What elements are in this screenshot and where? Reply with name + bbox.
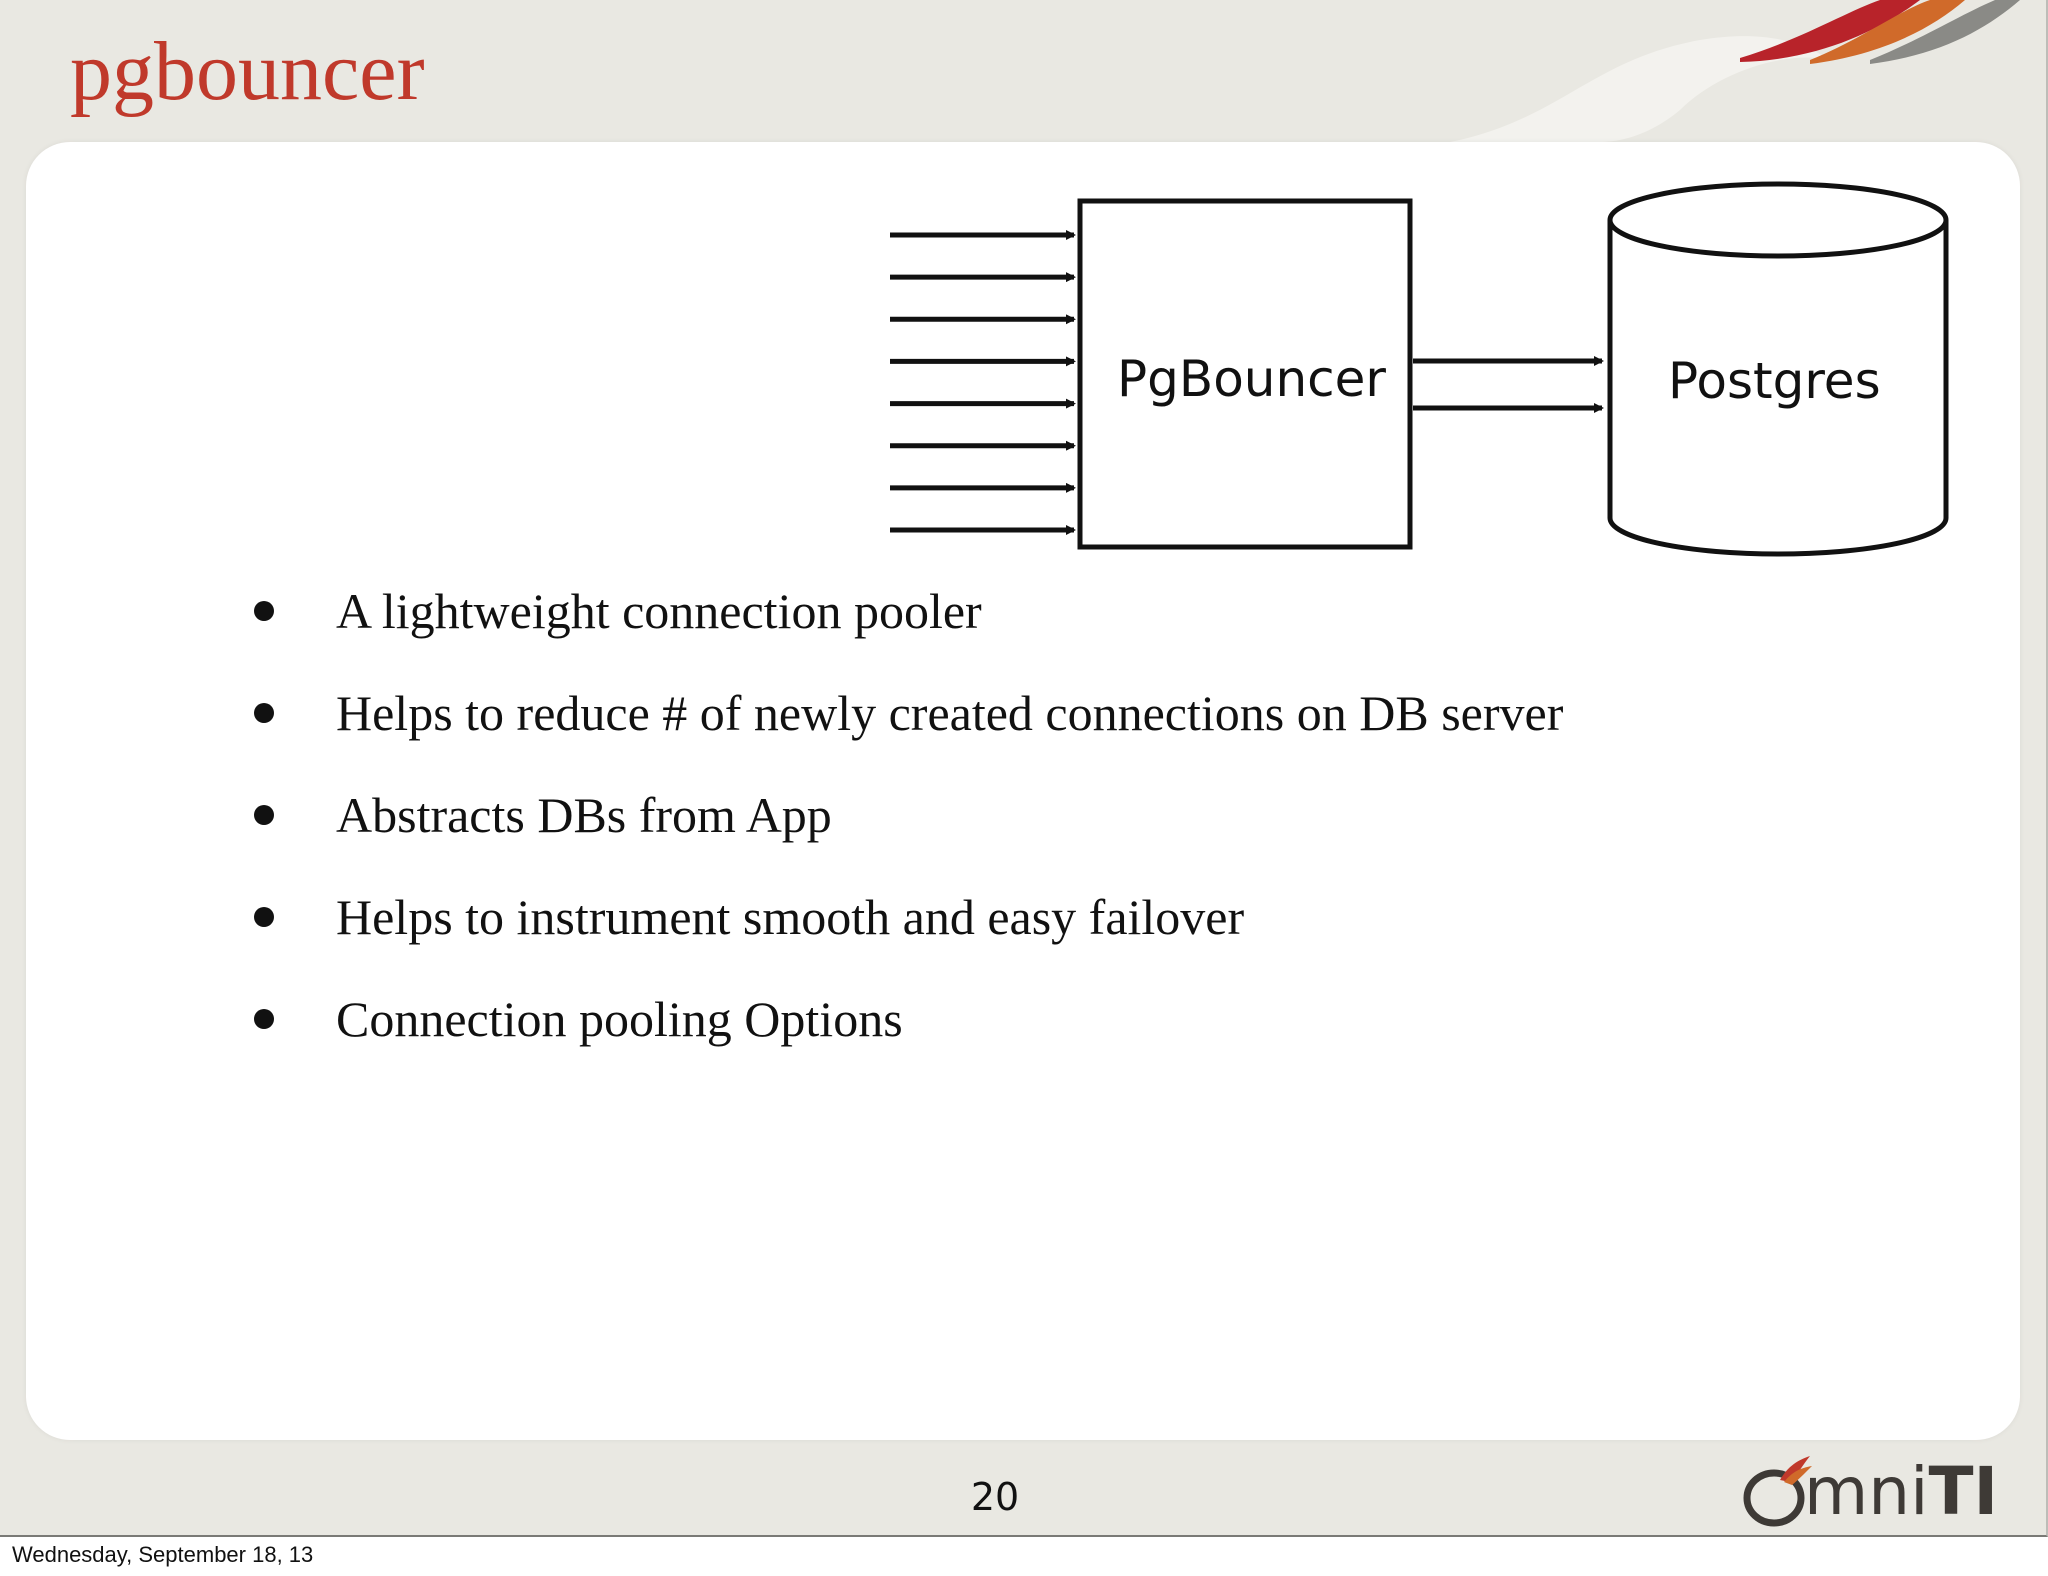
bullet-text: A lightweight connection pooler — [336, 583, 982, 639]
bullet-dot-icon — [254, 1009, 274, 1029]
bullet-text: Helps to instrument smooth and easy fail… — [336, 889, 1245, 945]
logo-text-light: mni — [1804, 1453, 1929, 1530]
bullet-dot-icon — [254, 703, 274, 723]
pgbouncer-box — [1077, 198, 1413, 550]
outgoing-connection-arrows — [1413, 356, 1604, 413]
bullet-item: Abstracts DBs from App — [250, 764, 1563, 866]
slide-title: pgbouncer — [70, 25, 425, 118]
bullet-text: Connection pooling Options — [336, 991, 903, 1047]
slide: pgbouncer PgBouncer Postgres A lightweig… — [0, 0, 2048, 1537]
bullet-item: A lightweight connection pooler — [250, 560, 1563, 662]
postgres-cylinder — [1607, 181, 1949, 557]
logo-text-bold: TI — [1928, 1453, 1999, 1530]
bullet-dot-icon — [254, 805, 274, 825]
page-number: 20 — [970, 1475, 1020, 1519]
bullet-dot-icon — [254, 907, 274, 927]
omniti-logo-text: mniTI — [1804, 1452, 1998, 1532]
omniti-logo: mniTI — [1740, 1452, 1998, 1532]
bullet-list: A lightweight connection pooler Helps to… — [250, 560, 1563, 1070]
omniti-logo-mark — [1743, 1456, 1812, 1527]
pgbouncer-diagram: PgBouncer Postgres — [860, 150, 1960, 590]
bullet-text: Helps to reduce # of newly created conne… — [336, 685, 1564, 741]
pgbouncer-label: PgBouncer — [1117, 350, 1386, 408]
incoming-connection-arrows — [890, 230, 1076, 535]
bullet-item: Helps to reduce # of newly created conne… — [250, 662, 1563, 764]
bullet-text: Abstracts DBs from App — [336, 787, 832, 843]
diagram-shapes — [890, 181, 1949, 557]
footer-date: Wednesday, September 18, 13 — [12, 1542, 314, 1567]
bullet-item: Connection pooling Options — [250, 968, 1563, 1070]
bullet-dot-icon — [254, 601, 274, 621]
postgres-label: Postgres — [1668, 352, 1881, 410]
bullet-item: Helps to instrument smooth and easy fail… — [250, 866, 1563, 968]
